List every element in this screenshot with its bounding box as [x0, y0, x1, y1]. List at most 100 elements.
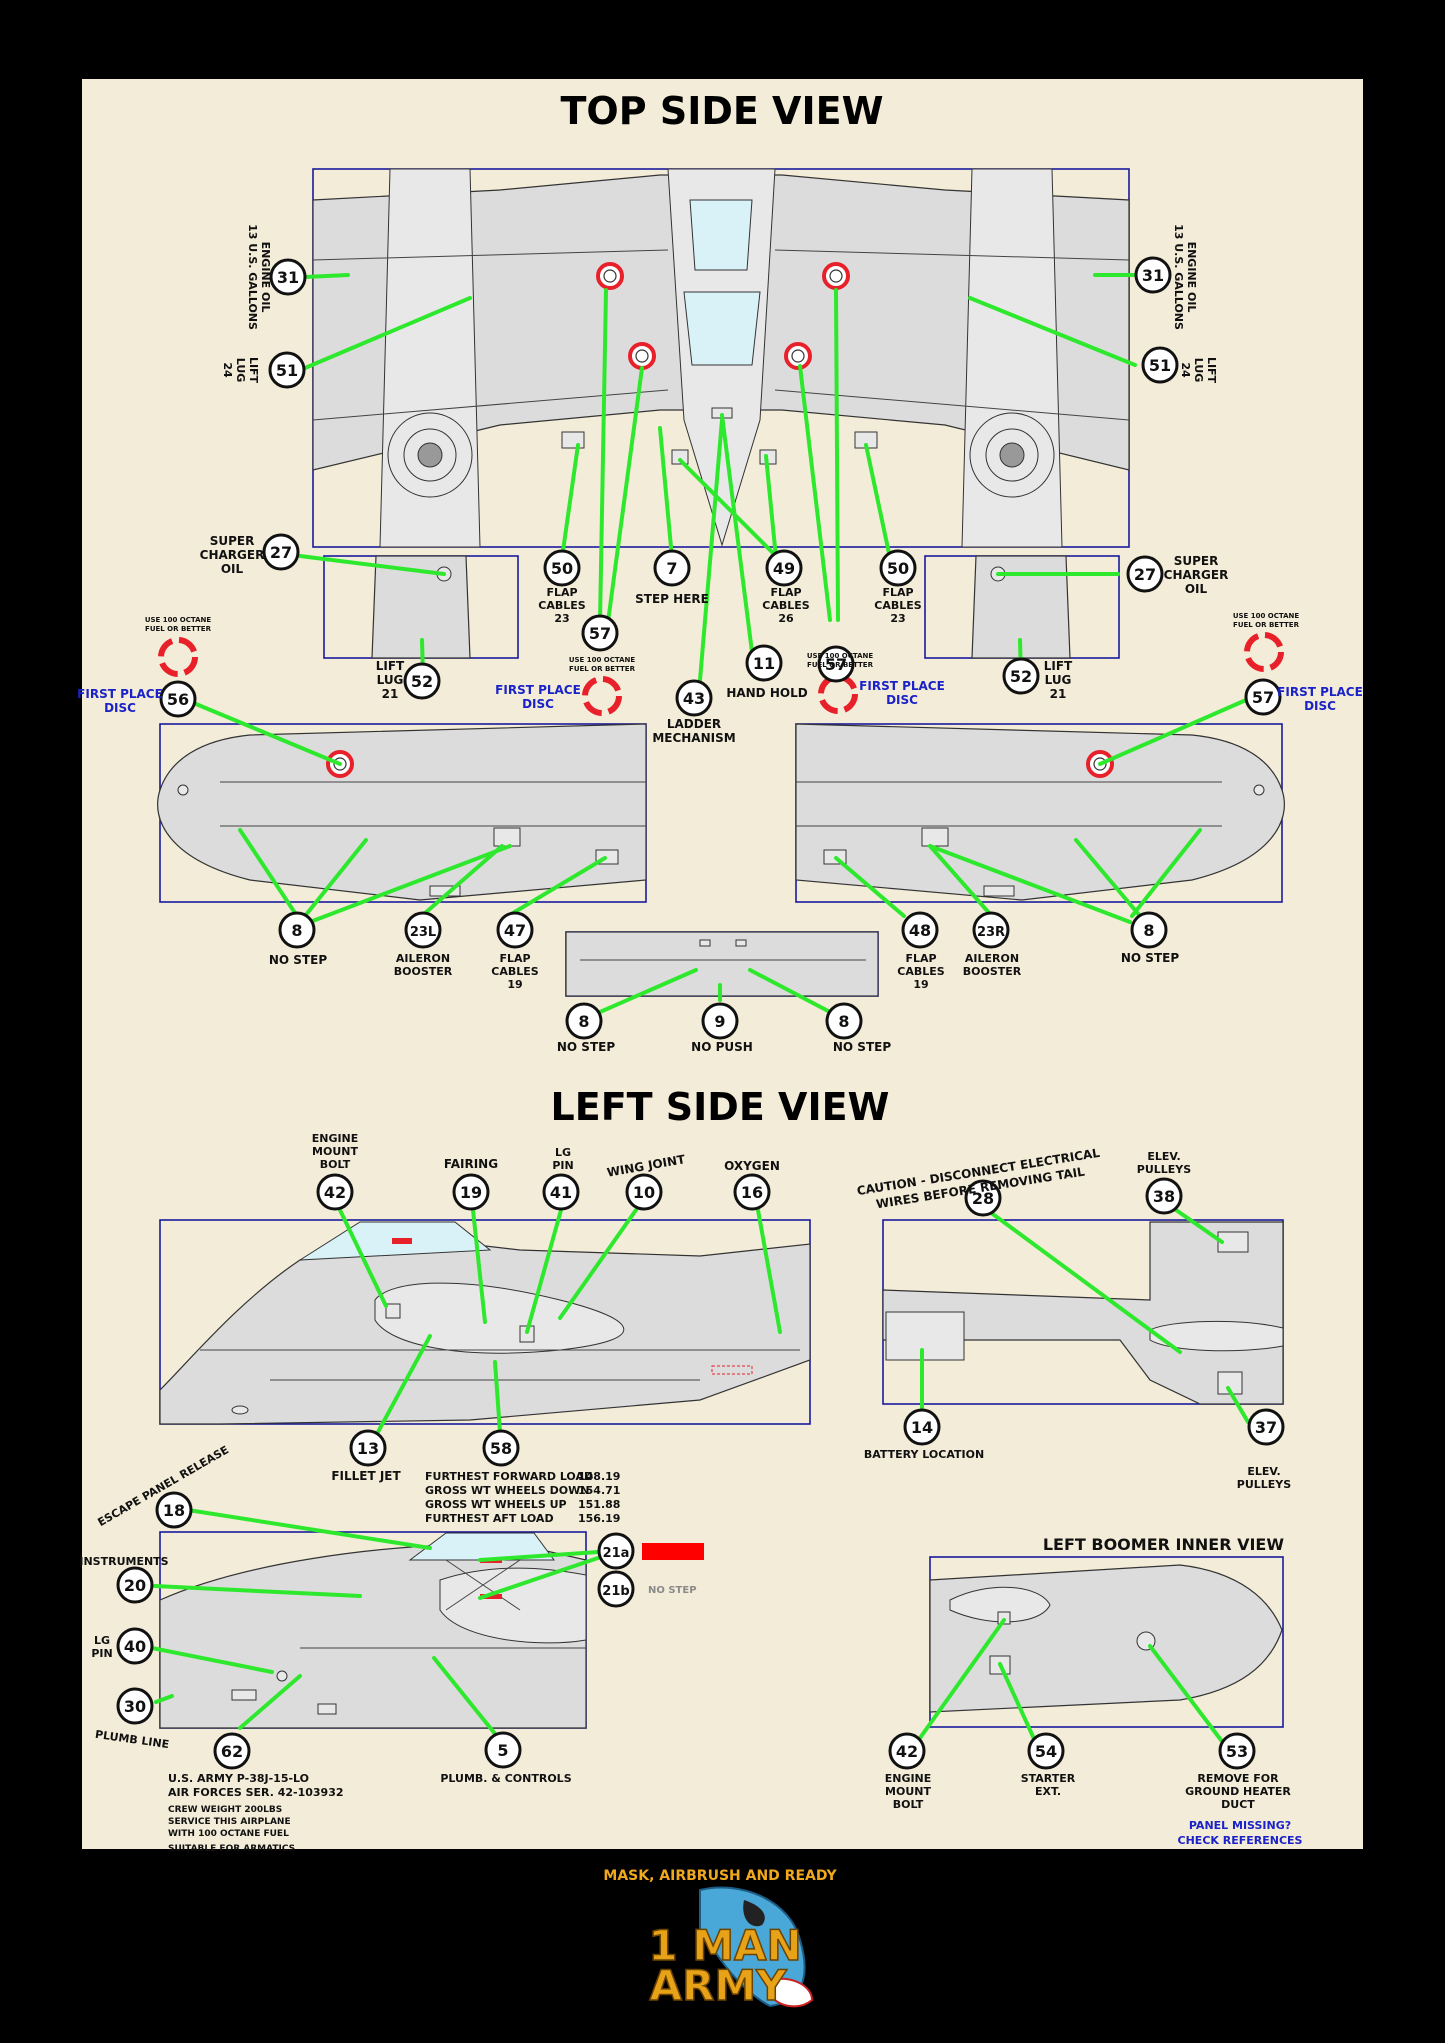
- boomer-inner-view: LEFT BOOMER INNER VIEW: [929, 1535, 1284, 1728]
- callout-number: 21a: [603, 1546, 630, 1561]
- callout-c50b: 50: [879, 549, 917, 587]
- callout-c57b: 57: [817, 645, 855, 683]
- callout-circle: [653, 549, 691, 587]
- red-swatch: [642, 1543, 704, 1560]
- svg-text:FUEL OR BETTER: FUEL OR BETTER: [807, 661, 874, 669]
- svg-text:CHECK REFERENCES: CHECK REFERENCES: [1178, 1834, 1303, 1847]
- callout-number: 21b: [602, 1584, 629, 1599]
- callout-c8a: 8: [278, 911, 316, 949]
- svg-text:FLAP: FLAP: [770, 586, 801, 599]
- callout-circle: [1218, 1732, 1256, 1770]
- callout-circle: [1145, 1177, 1183, 1215]
- callout-c52b: 52: [1002, 657, 1040, 695]
- callout-circle: [543, 549, 581, 587]
- svg-text:NO STEP: NO STEP: [557, 1040, 615, 1054]
- callout-circle: [496, 911, 534, 949]
- svg-text:LUG: LUG: [1192, 358, 1205, 383]
- callout-number: 23L: [410, 925, 436, 940]
- callout-number: 57: [1252, 688, 1274, 707]
- callout-number: 42: [896, 1742, 918, 1761]
- callout-circle: [625, 1173, 663, 1211]
- brand-logo-icon: [699, 1886, 814, 2008]
- svg-text:19: 19: [913, 978, 928, 991]
- callout-number: 50: [551, 559, 573, 578]
- callout-number: 38: [1153, 1187, 1175, 1206]
- callout-c52a: 52: [403, 662, 441, 700]
- callout-c14: 14: [903, 1408, 941, 1446]
- callout-number: 51: [276, 361, 298, 380]
- callout-number: 8: [291, 921, 302, 940]
- svg-text:DISC: DISC: [1304, 699, 1336, 713]
- callout-circle: [349, 1429, 387, 1467]
- svg-text:GROUND HEATER: GROUND HEATER: [1185, 1785, 1291, 1798]
- callout-circle: [155, 1491, 193, 1529]
- left-side-fuselage: [159, 1219, 811, 1425]
- callout-number: 53: [1226, 1742, 1248, 1761]
- callout-circle: [597, 1570, 635, 1608]
- callout-circle: [262, 533, 300, 571]
- callout-circle: [278, 911, 316, 949]
- callout-number: 18: [163, 1501, 185, 1520]
- callout-circle: [159, 680, 197, 718]
- callout-number: 31: [277, 268, 299, 287]
- callout-circle: [268, 351, 306, 389]
- svg-text:21: 21: [382, 687, 399, 701]
- svg-text:INSTRUMENTS: INSTRUMENTS: [79, 1555, 168, 1568]
- svg-text:24: 24: [221, 362, 234, 378]
- svg-text:LG: LG: [555, 1146, 571, 1159]
- svg-text:CABLES: CABLES: [762, 599, 809, 612]
- svg-text:WITH 100 OCTANE FUEL: WITH 100 OCTANE FUEL: [168, 1829, 289, 1839]
- svg-text:LUG: LUG: [377, 673, 404, 687]
- svg-text:SUITABLE FOR ARMATICS: SUITABLE FOR ARMATICS: [168, 1844, 295, 1854]
- callout-c30: 30: [116, 1687, 154, 1725]
- svg-text:PLUMB. & CONTROLS: PLUMB. & CONTROLS: [440, 1772, 571, 1785]
- svg-text:GROSS WT WHEELS UP: GROSS WT WHEELS UP: [425, 1498, 567, 1511]
- callout-circle: [1002, 657, 1040, 695]
- svg-text:EXT.: EXT.: [1035, 1785, 1061, 1798]
- callout-number: 50: [887, 559, 909, 578]
- callout-circle: [765, 549, 803, 587]
- callout-circle: [1141, 346, 1179, 384]
- callout-circle: [1130, 911, 1168, 949]
- callout-circle: [116, 1566, 154, 1604]
- svg-text:LADDER: LADDER: [667, 717, 721, 731]
- callout-c8c: 8: [565, 1002, 603, 1040]
- callout-c8b: 8: [1130, 911, 1168, 949]
- svg-text:PANEL MISSING?: PANEL MISSING?: [1189, 1819, 1291, 1832]
- callout-c53: 53: [1218, 1732, 1256, 1770]
- svg-text:SUPER: SUPER: [210, 534, 255, 548]
- svg-text:FIRST PLACE: FIRST PLACE: [859, 679, 945, 693]
- svg-text:USE 100 OCTANE: USE 100 OCTANE: [569, 656, 636, 664]
- callout-number: 40: [124, 1637, 146, 1656]
- svg-text:26: 26: [778, 612, 794, 625]
- svg-text:FUEL OR BETTER: FUEL OR BETTER: [569, 665, 636, 673]
- callout-circle: [675, 679, 713, 717]
- top-stabilizers: [157, 723, 1285, 903]
- callout-c57a: 57: [581, 614, 619, 652]
- svg-text:OXYGEN: OXYGEN: [724, 1159, 780, 1173]
- svg-text:NO STEP: NO STEP: [833, 1040, 891, 1054]
- callout-c27b: 27: [1126, 555, 1164, 593]
- svg-text:151.88: 151.88: [578, 1498, 620, 1511]
- svg-text:FIRST PLACE: FIRST PLACE: [77, 687, 163, 701]
- callout-c42b: 42: [888, 1732, 926, 1770]
- callout-number: 49: [773, 559, 795, 578]
- callout-c58: 58: [482, 1429, 520, 1467]
- callout-c48: 48: [901, 911, 939, 949]
- svg-text:LIFT: LIFT: [247, 357, 260, 384]
- svg-text:U.S. ARMY P-38J-15-LO: U.S. ARMY P-38J-15-LO: [168, 1772, 309, 1785]
- cockpit-leaders: [150, 1508, 600, 1742]
- svg-text:PLUMB LINE: PLUMB LINE: [94, 1728, 170, 1751]
- callout-c21b: 21b: [597, 1570, 635, 1608]
- callout-circle: [542, 1173, 580, 1211]
- svg-text:OIL: OIL: [1185, 582, 1208, 596]
- callout-c19: 19: [452, 1173, 490, 1211]
- svg-text:156.19: 156.19: [578, 1512, 620, 1525]
- svg-text:FILLET JET: FILLET JET: [331, 1469, 401, 1483]
- callout-circle: [316, 1173, 354, 1211]
- svg-text:USE 100 OCTANE: USE 100 OCTANE: [807, 652, 874, 660]
- callout-circle: [817, 645, 855, 683]
- svg-text:ENGINE OIL: ENGINE OIL: [259, 242, 272, 313]
- svg-text:LIFT: LIFT: [1205, 357, 1218, 384]
- svg-text:FAIRING: FAIRING: [444, 1157, 498, 1171]
